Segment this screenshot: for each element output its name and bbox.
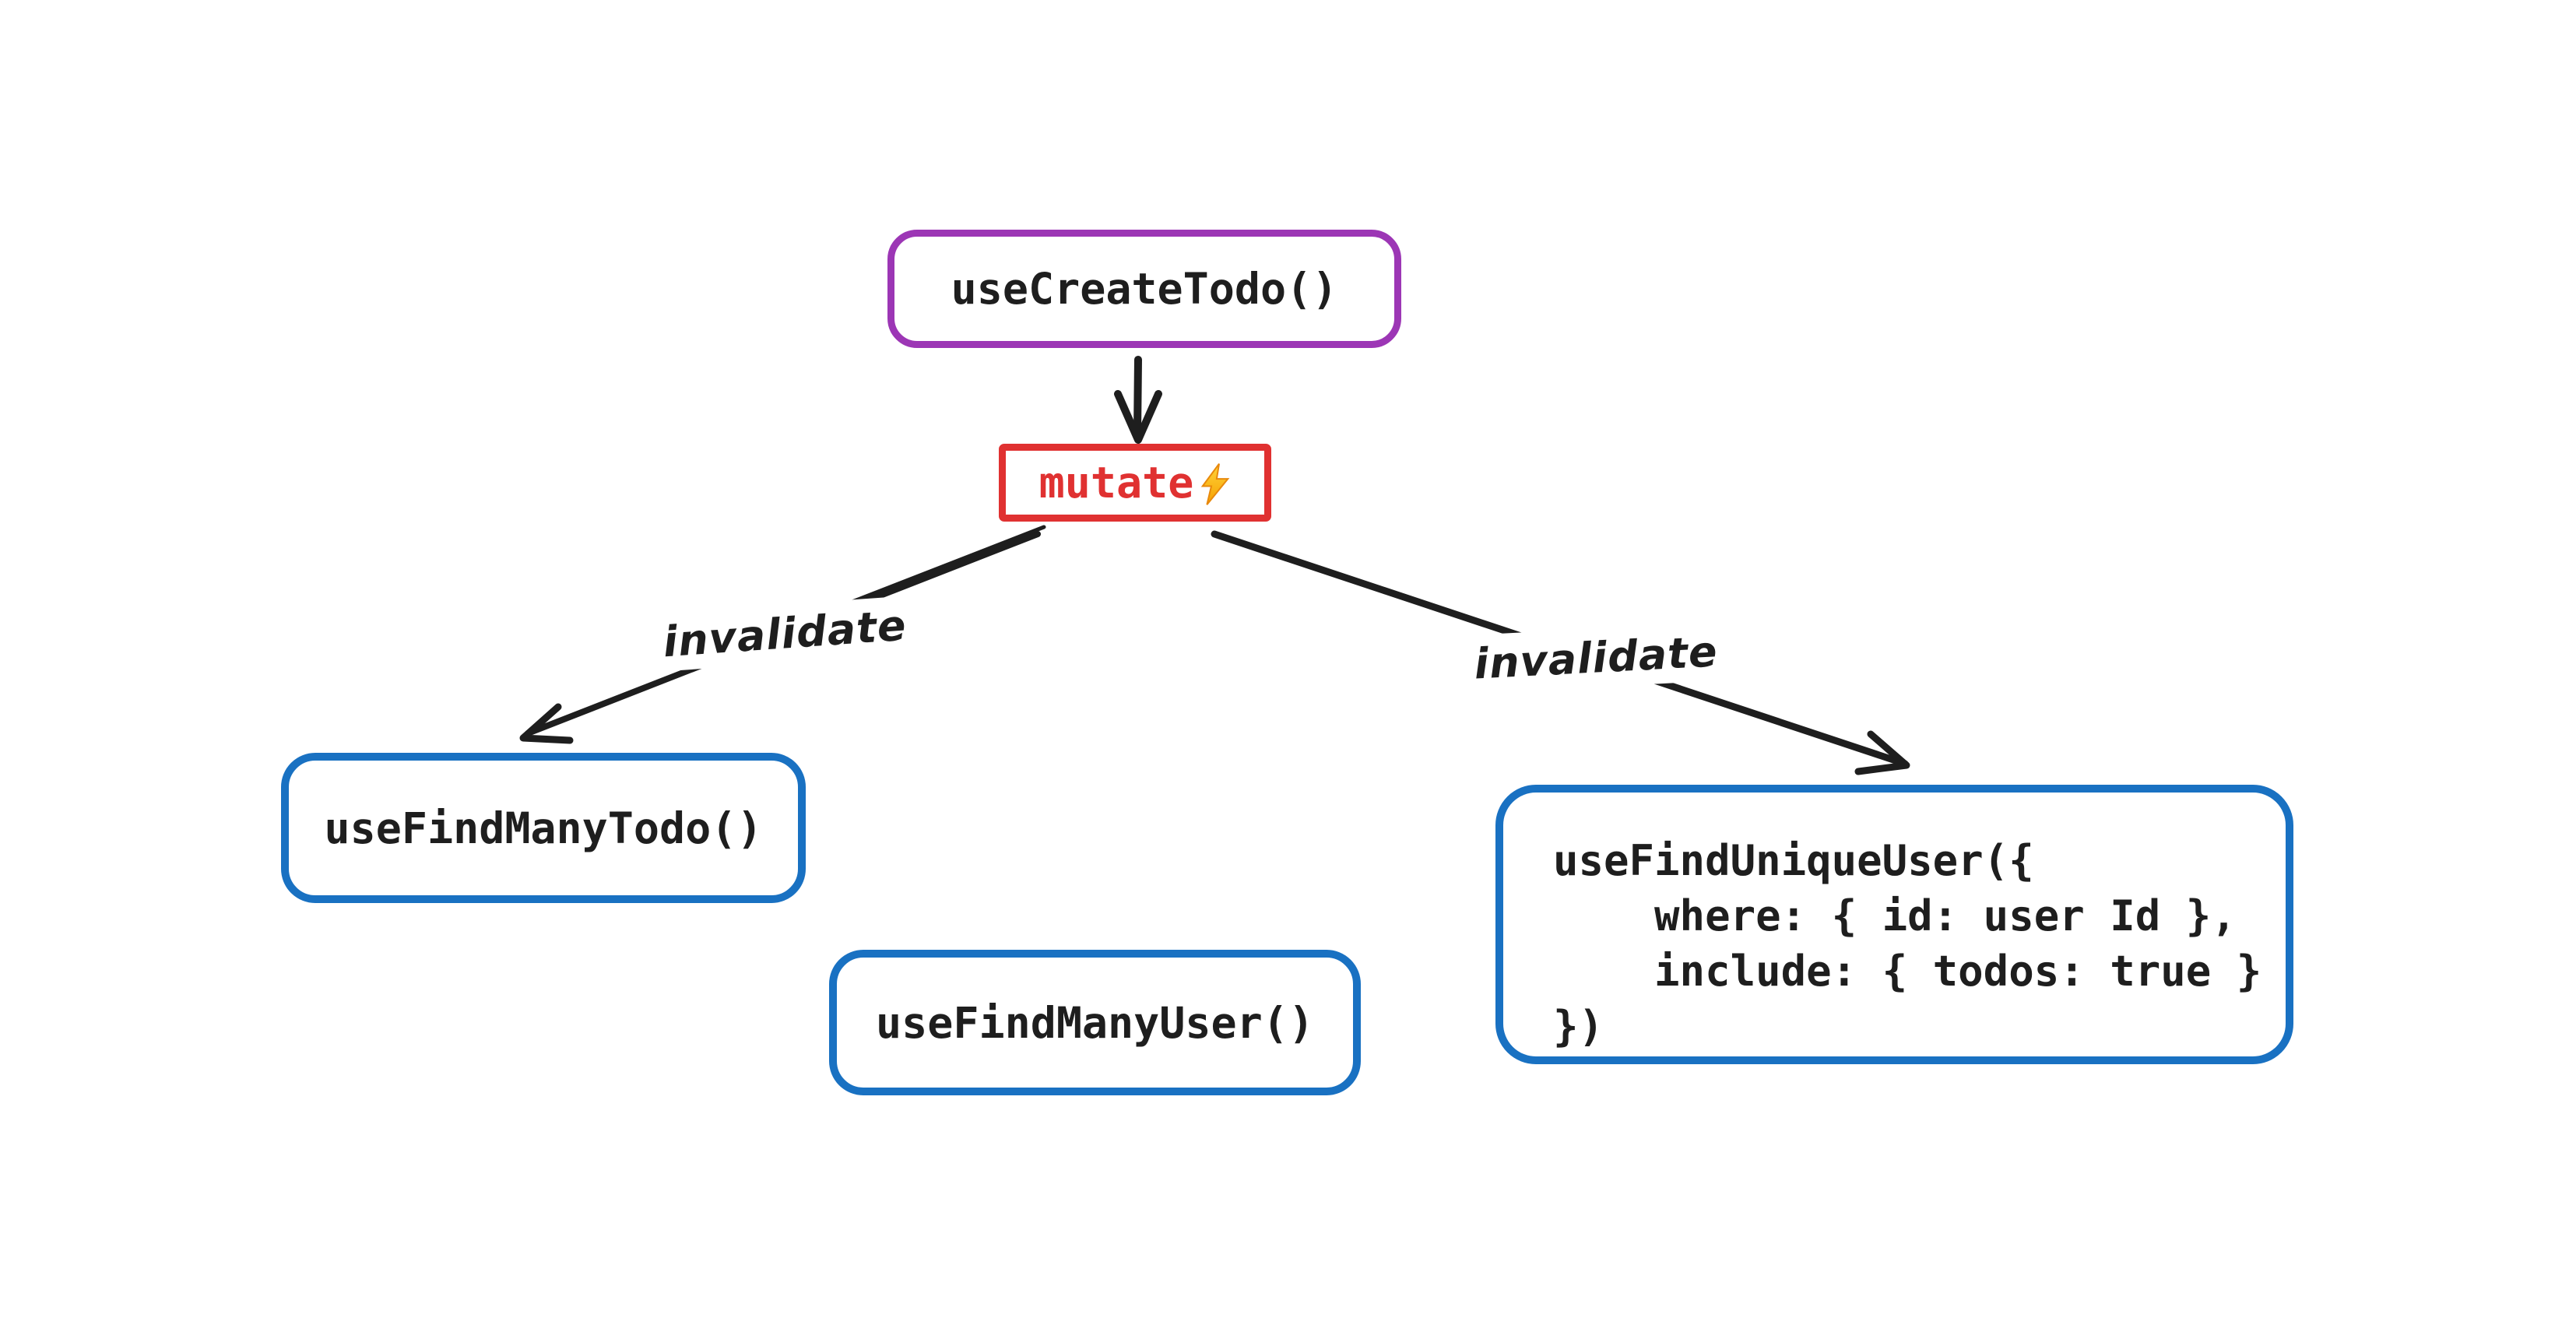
- node-code: useFindUniqueUser({ where: { id: user Id…: [1553, 836, 2262, 1051]
- edge-label-invalidate-right: invalidate: [1460, 621, 1732, 694]
- lightning-bolt-icon: [1201, 463, 1230, 505]
- node-mutate: mutate: [999, 444, 1271, 522]
- node-use-find-many-todo: useFindManyTodo(): [281, 753, 806, 903]
- node-use-find-unique-user: useFindUniqueUser({ where: { id: user Id…: [1495, 785, 2293, 1064]
- node-label: useCreateTodo(): [951, 264, 1338, 314]
- edge-label-invalidate-left: invalidate: [648, 595, 921, 673]
- node-label: useFindManyUser(): [876, 997, 1314, 1048]
- node-label: useFindManyTodo(): [324, 803, 763, 853]
- node-use-find-many-user: useFindManyUser(): [829, 950, 1361, 1095]
- node-use-create-todo: useCreateTodo(): [887, 230, 1401, 348]
- node-label: mutate: [1038, 458, 1194, 508]
- down-arrow: [1114, 356, 1162, 444]
